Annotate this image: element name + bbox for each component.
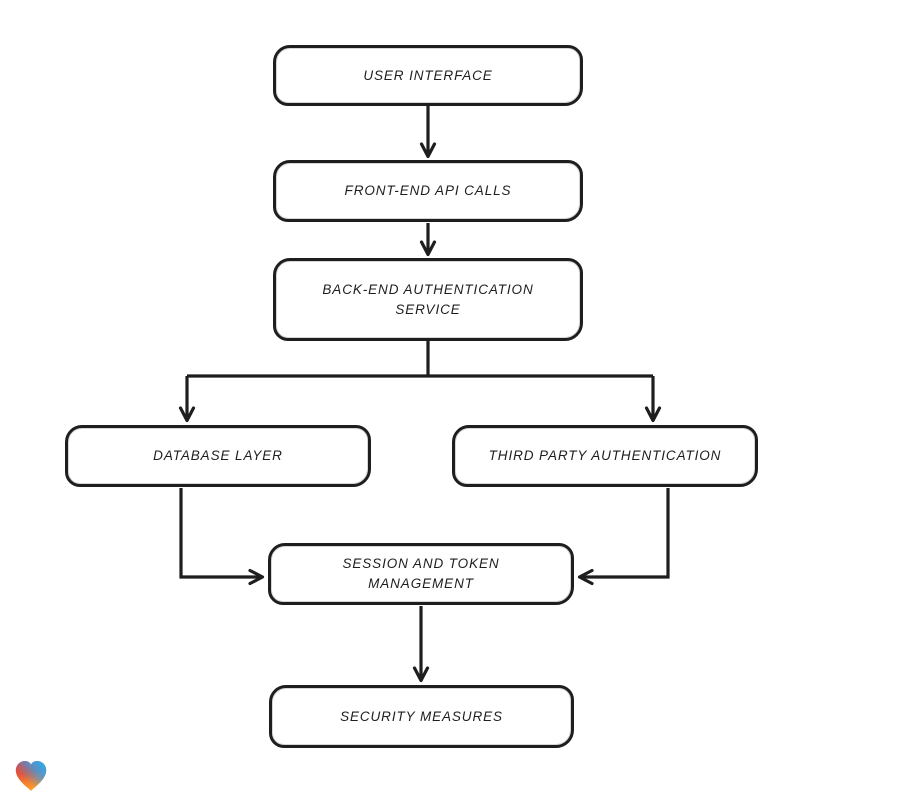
node-user-interface[interactable]: USER INTERFACE (273, 45, 583, 106)
gradient-heart-badge[interactable] (12, 757, 50, 795)
node-third-party-authentication[interactable]: THIRD PARTY AUTHENTICATION (452, 425, 758, 487)
node-session-and-token-management[interactable]: SESSION AND TOKEN MANAGEMENT (268, 543, 574, 605)
node-security-measures[interactable]: SECURITY MEASURES (269, 685, 574, 748)
node-label: FRONT-END API CALLS (344, 183, 512, 199)
node-back-end-authentication-service[interactable]: BACK-END AUTHENTICATION SERVICE (273, 258, 583, 341)
edge-database-layer-to-session[interactable] (179, 488, 265, 586)
node-database-layer[interactable]: DATABASE LAYER (65, 425, 371, 487)
node-label: BACK-END AUTHENTICATION SERVICE (322, 281, 534, 317)
edge-third-party-to-session[interactable] (577, 488, 670, 586)
node-label: SECURITY MEASURES (340, 708, 503, 724)
heart-icon (15, 761, 47, 791)
node-label: DATABASE LAYER (153, 448, 283, 464)
node-label: THIRD PARTY AUTHENTICATION (488, 448, 722, 464)
node-front-end-api-calls[interactable]: FRONT-END API CALLS (273, 160, 583, 222)
node-label: SESSION AND TOKEN MANAGEMENT (342, 556, 500, 591)
node-label: USER INTERFACE (363, 67, 493, 83)
